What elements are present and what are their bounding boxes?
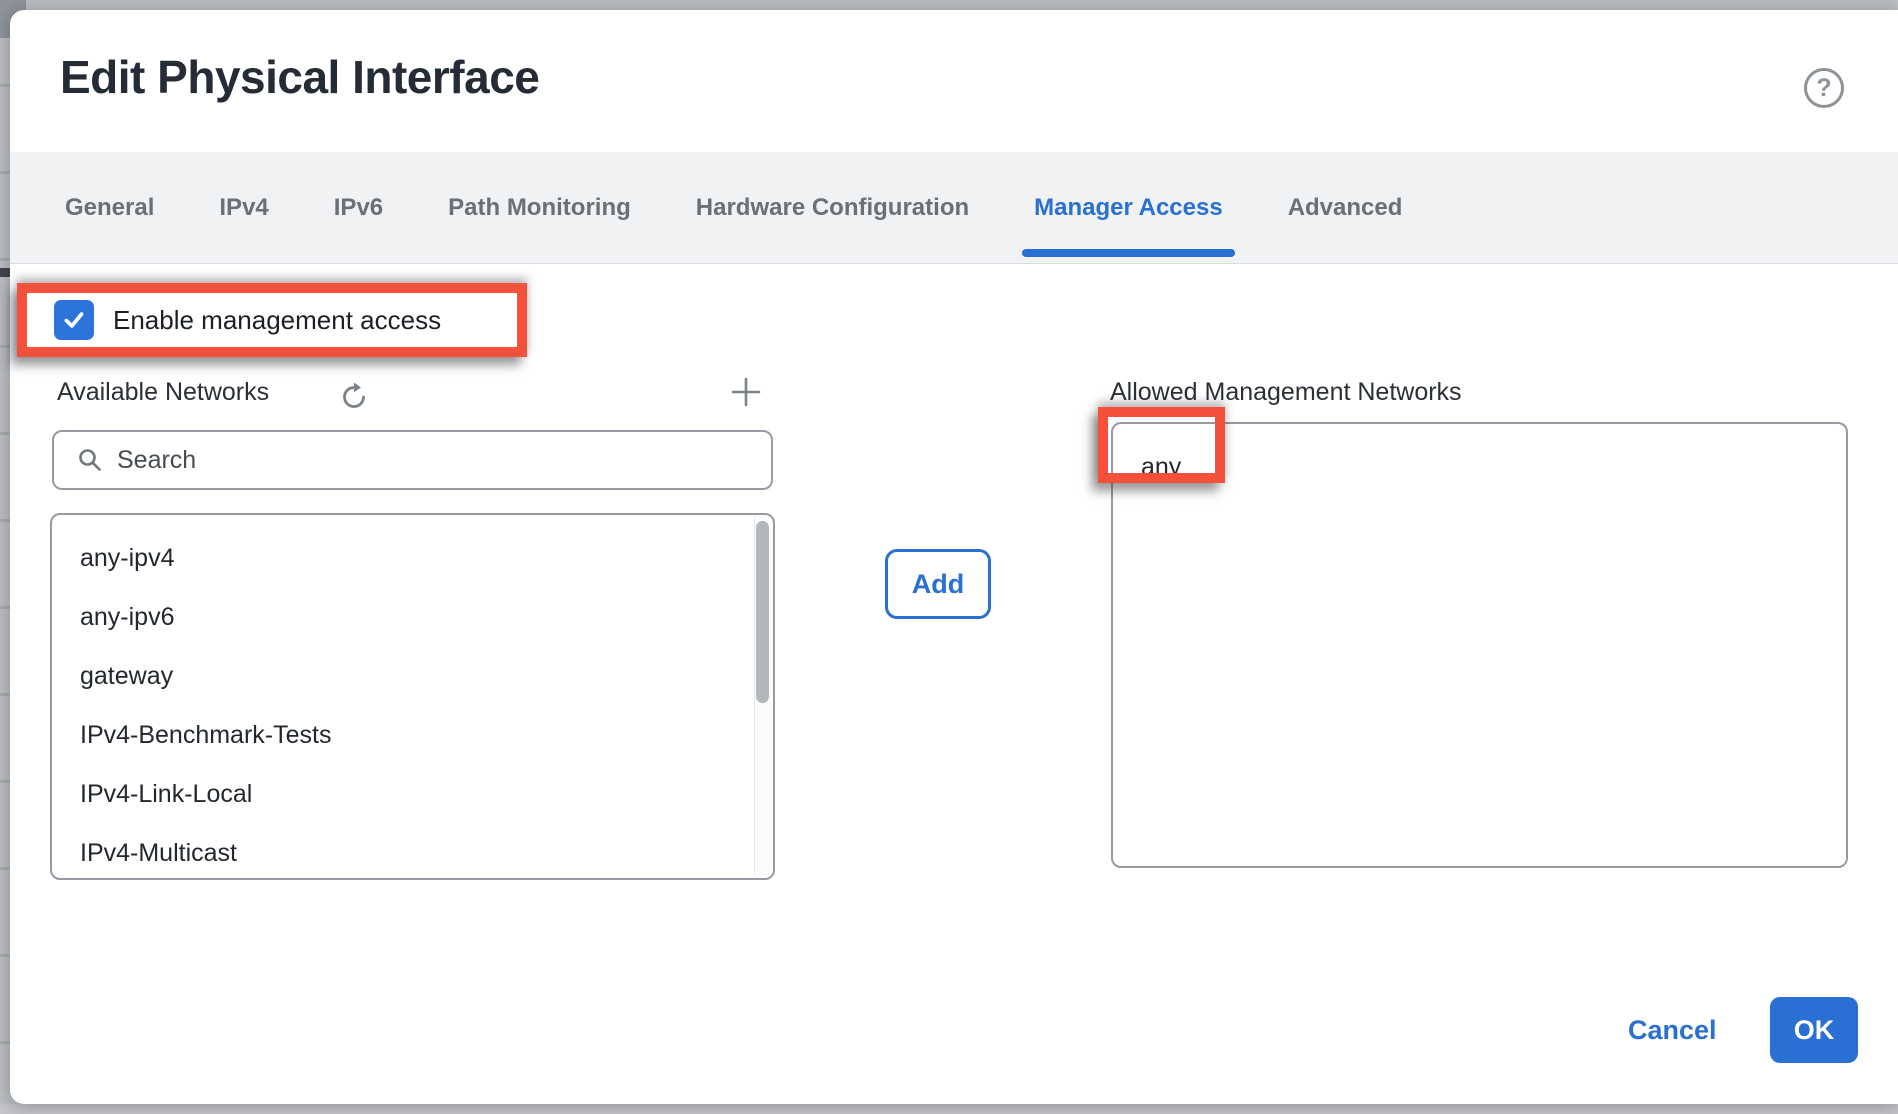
tab-label: Advanced xyxy=(1287,193,1403,221)
edit-physical-interface-dialog: Edit Physical Interface ? General IPv4 I… xyxy=(10,10,1898,1104)
tab[interactable]: General xyxy=(65,152,154,263)
network-list-item[interactable]: IPv4-Link-Local xyxy=(52,765,773,824)
refresh-icon[interactable] xyxy=(338,381,370,413)
network-list-item[interactable]: any-ipv6 xyxy=(52,588,773,647)
help-icon[interactable]: ? xyxy=(1804,68,1844,108)
add-network-plus-icon[interactable] xyxy=(729,375,763,409)
tab-label: IPv6 xyxy=(333,193,384,221)
tab-label: Manager Access xyxy=(1034,193,1223,221)
available-networks-label: Available Networks xyxy=(57,378,270,406)
network-list-item[interactable]: any-ipv4 xyxy=(52,529,773,588)
tab[interactable]: IPv6 xyxy=(334,152,383,263)
page-title: Edit Physical Interface xyxy=(60,51,540,103)
network-name: IPv4-Multicast xyxy=(80,839,237,867)
background-page-bottom-strip xyxy=(0,1104,1898,1114)
tab-bar: General IPv4 IPv6 Path Monitoring Hardwa… xyxy=(10,152,1898,264)
network-name: IPv4-Link-Local xyxy=(80,780,253,808)
available-items: any-ipv4 any-ipv6 gateway IPv4-Benchmark… xyxy=(52,515,773,878)
tab[interactable]: Manager Access xyxy=(1022,152,1235,263)
tab[interactable]: Path Monitoring xyxy=(448,152,631,263)
tab-label: General xyxy=(65,193,155,221)
ok-button[interactable]: OK xyxy=(1770,997,1858,1063)
network-name: gateway xyxy=(80,662,174,690)
network-list-item[interactable]: IPv4-Benchmark-Tests xyxy=(52,706,773,765)
tab[interactable]: Hardware Configuration xyxy=(696,152,969,263)
background-page-row-line xyxy=(0,268,13,277)
tab-label: IPv4 xyxy=(219,193,269,221)
add-button[interactable]: Add xyxy=(885,549,991,619)
network-name: any-ipv6 xyxy=(80,603,175,631)
network-list-item[interactable]: IPv4-Multicast xyxy=(52,824,773,878)
network-name: IPv4-Benchmark-Tests xyxy=(80,721,332,749)
allowed-management-networks-label: Allowed Management Networks xyxy=(1110,378,1462,406)
network-list-item[interactable]: gateway xyxy=(52,647,773,706)
scrollbar-track[interactable] xyxy=(754,517,771,876)
search-icon xyxy=(79,449,101,471)
tab-label: Hardware Configuration xyxy=(695,193,970,221)
tab[interactable]: IPv4 xyxy=(219,152,268,263)
checkmark-icon xyxy=(64,312,84,328)
annotation-box-any xyxy=(1098,407,1225,483)
background-page-strip xyxy=(0,0,12,1114)
scrollbar-thumb[interactable] xyxy=(756,521,769,703)
search-field xyxy=(52,430,773,490)
enable-management-label: Enable management access xyxy=(113,304,442,335)
help-glyph: ? xyxy=(1816,73,1832,102)
network-name: any-ipv4 xyxy=(80,544,175,572)
search-input[interactable] xyxy=(117,445,737,475)
tab[interactable]: Advanced xyxy=(1288,152,1403,263)
cancel-button[interactable]: Cancel xyxy=(1628,1015,1717,1045)
tab-label: Path Monitoring xyxy=(448,193,631,221)
allowed-management-networks-list: any xyxy=(1111,422,1848,868)
annotation-box-enable-management: Enable management access xyxy=(17,283,527,357)
available-networks-list: any-ipv4 any-ipv6 gateway IPv4-Benchmark… xyxy=(50,513,775,880)
enable-management-checkbox[interactable] xyxy=(54,300,94,340)
